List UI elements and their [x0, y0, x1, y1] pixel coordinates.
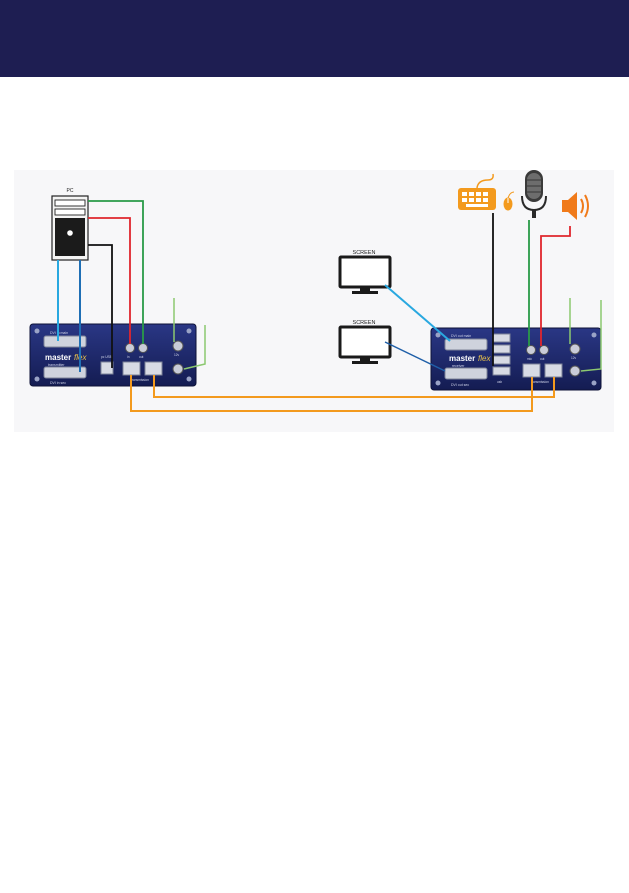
- link-port-1: [522, 363, 541, 378]
- receiver-usb-label: usb: [497, 380, 502, 384]
- usb-port: [492, 333, 511, 343]
- usb-port: [492, 366, 511, 376]
- cable-speaker: [540, 226, 571, 346]
- receiver-brand: master: [449, 354, 475, 363]
- power-jack: [569, 365, 581, 377]
- transmitter-audio-in-label: in: [127, 355, 130, 359]
- receiver-brand-script: flex: [478, 354, 491, 363]
- mouse-icon: [503, 191, 515, 211]
- transmitter-device: [29, 323, 197, 387]
- dvi-in-main-port: [43, 335, 87, 348]
- transmitter-brand: master: [45, 353, 71, 362]
- link-port-2: [544, 363, 563, 378]
- transmitter-dvi-main-label: DVI in main: [50, 331, 68, 335]
- pc-label: PC: [67, 188, 74, 194]
- cable-usb: [88, 244, 113, 368]
- dvi-out-main-port: [444, 338, 488, 351]
- keyboard-icon: [458, 173, 496, 210]
- pc-tower-icon: [51, 195, 89, 261]
- transmitter-model: transmitter: [48, 363, 65, 367]
- speaker-icon: [562, 192, 589, 220]
- power-switch: [172, 340, 184, 352]
- transmitter-power-label: 12v: [174, 353, 180, 357]
- cable-power: [183, 325, 206, 370]
- transmitter-dvi-sec-label: DVI in sec: [50, 381, 66, 385]
- cable-link-1: [130, 375, 533, 412]
- receiver-dvi-sec-label: DVI out sec: [451, 383, 469, 387]
- cable-audio-red: [88, 217, 131, 344]
- screen1-label: SCREEN: [353, 250, 376, 256]
- audio-out-jack: [138, 343, 148, 353]
- cable-dvi-out-sec: [384, 341, 446, 372]
- cable-audio-green: [88, 200, 144, 344]
- usb-port: [100, 361, 114, 375]
- receiver-device: [430, 327, 602, 391]
- cable-power: [580, 300, 602, 372]
- receiver-power-label: 12v: [571, 356, 577, 360]
- cable-dvi-out-main: [384, 284, 451, 342]
- screen2-label: SCREEN: [353, 320, 376, 326]
- transmitter-audio-out-label: out: [139, 355, 144, 359]
- link-port-2: [144, 361, 163, 376]
- usb-port: [492, 355, 511, 365]
- receiver-mic-label: mic: [527, 357, 532, 361]
- power-jack: [172, 363, 184, 375]
- dvi-in-sec-port: [43, 366, 87, 379]
- audio-out-jack: [539, 345, 549, 355]
- transmitter-usb-label: pc USB: [101, 355, 112, 359]
- usb-port: [492, 344, 511, 354]
- link-port-1: [122, 361, 141, 376]
- power-switch: [569, 343, 581, 355]
- cable-link-2: [153, 375, 555, 398]
- dvi-out-sec-port: [444, 367, 488, 380]
- audio-in-jack: [125, 343, 135, 353]
- receiver-audio-label: out: [540, 357, 545, 361]
- header-banner: [0, 0, 629, 77]
- receiver-dvi-main-label: DVI out main: [451, 334, 471, 338]
- receiver-model: receiver: [452, 364, 465, 368]
- monitor-icon: [338, 255, 392, 294]
- mic-jack: [526, 345, 536, 355]
- diagram-background: [14, 170, 614, 432]
- receiver-link-label: transmission: [531, 380, 549, 384]
- transmitter-link-label: transmission: [131, 378, 149, 382]
- monitor-icon: [338, 325, 392, 364]
- microphone-icon: [521, 170, 547, 218]
